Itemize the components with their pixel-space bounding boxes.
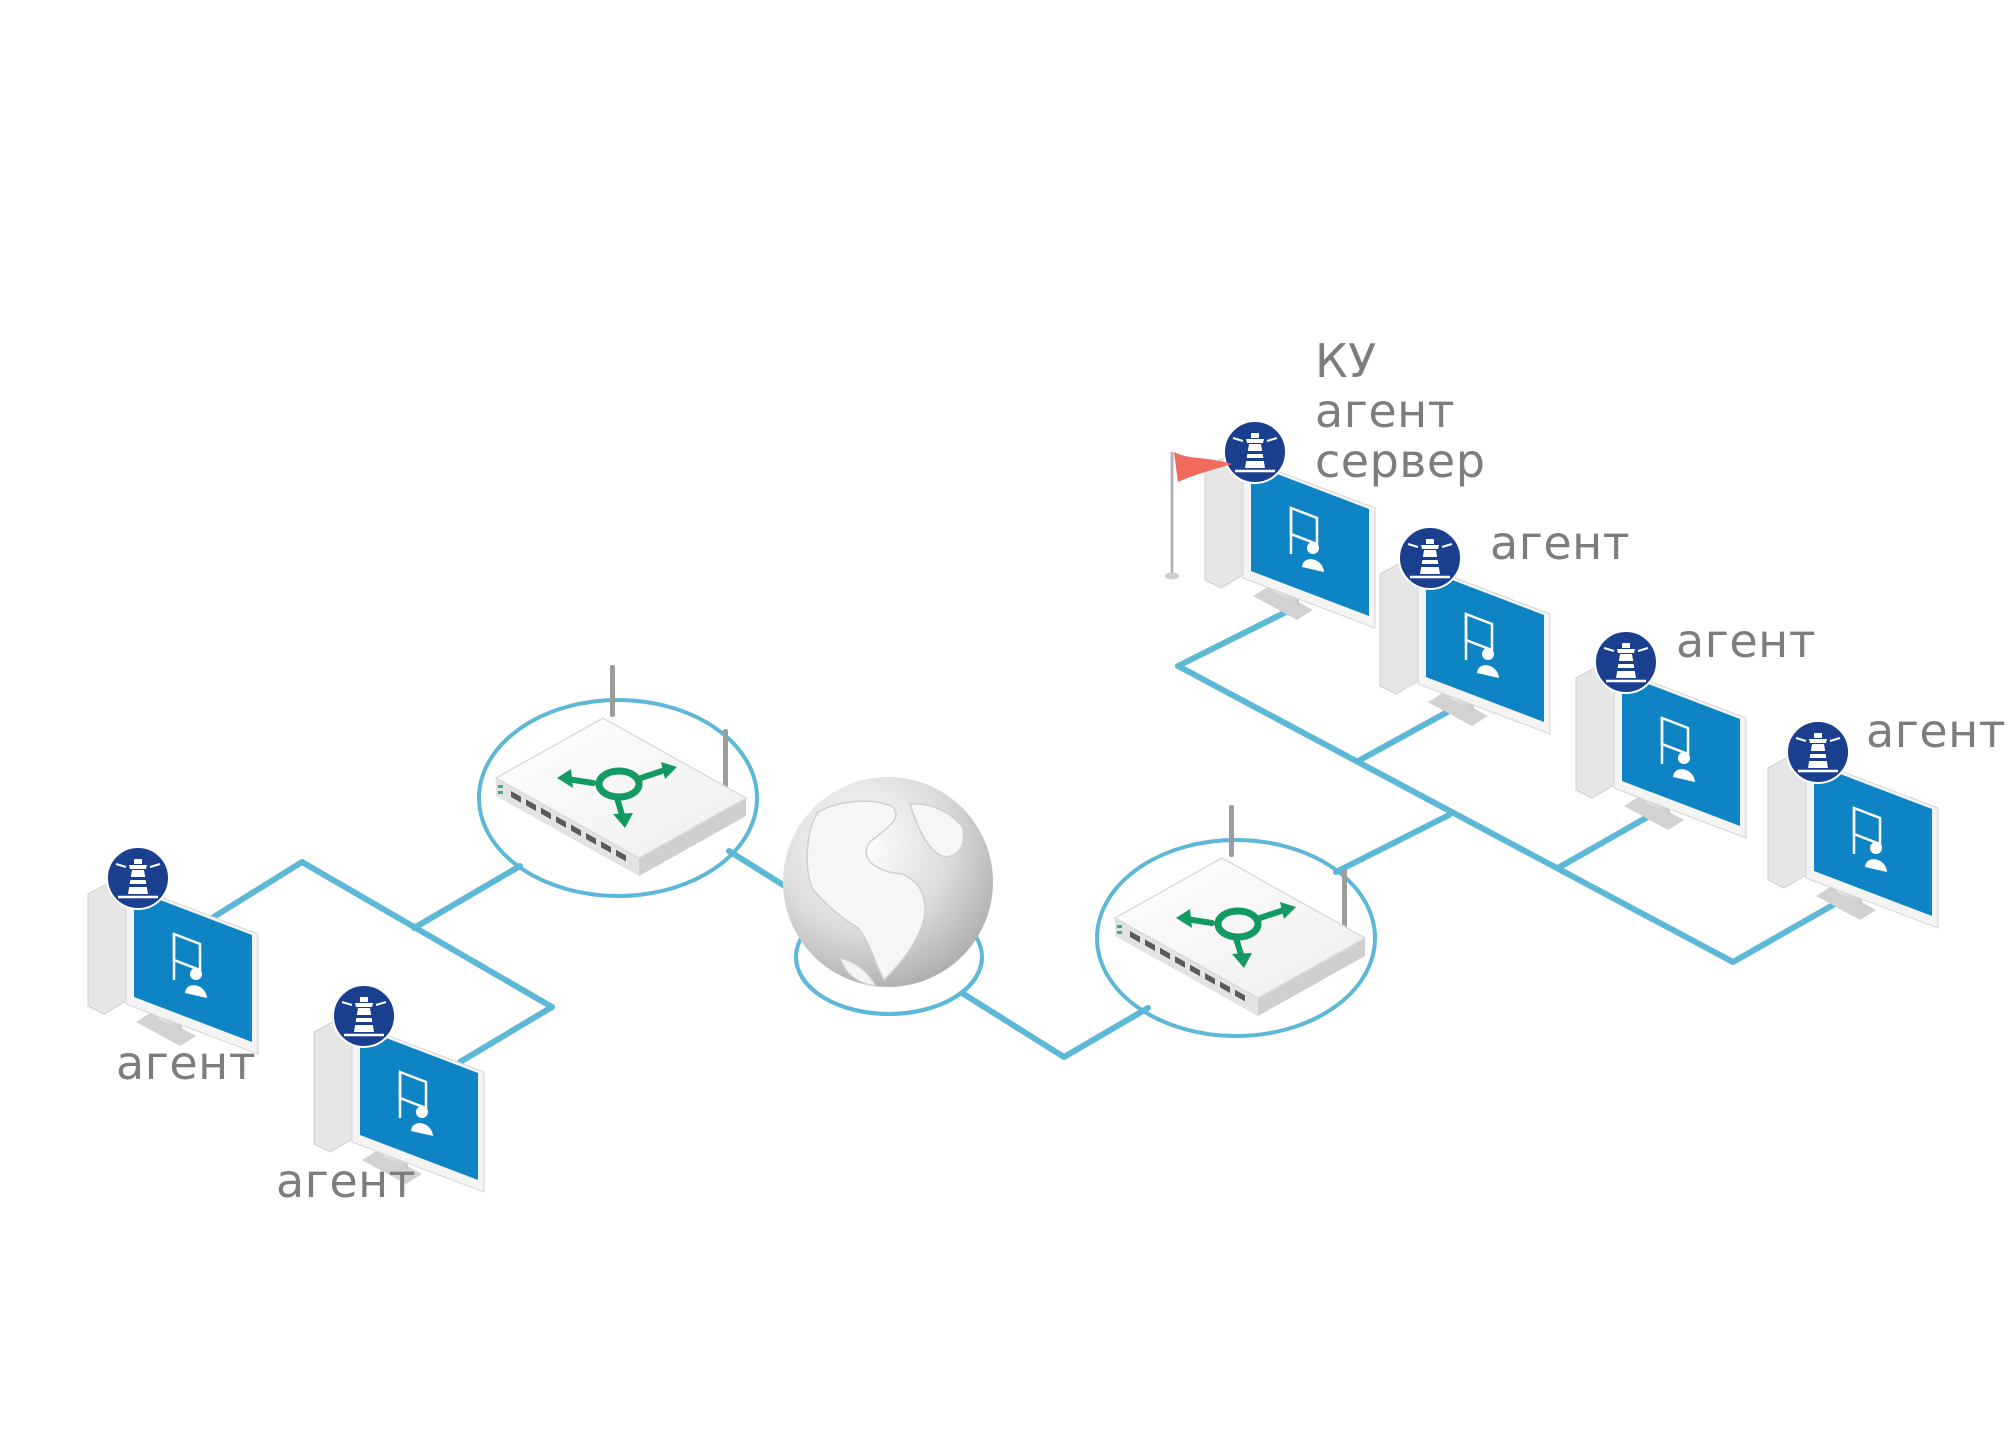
link-right-pc-1	[1357, 702, 1463, 763]
document-user-icon	[172, 932, 207, 998]
router-right	[1113, 805, 1367, 1016]
label-server-line-1: КУ	[1315, 334, 1377, 388]
label-right-pc-3: агент	[1866, 704, 2007, 758]
label-right-pc-1: агент	[1490, 516, 1631, 570]
device-rings	[477, 698, 1377, 1038]
flag-icon	[1165, 452, 1232, 580]
document-user-icon	[1289, 506, 1324, 572]
link-left-bus	[209, 859, 555, 1065]
document-user-icon	[1660, 716, 1695, 782]
lighthouse-icon	[1398, 526, 1462, 590]
link-right-pc-2	[1555, 808, 1661, 871]
network-links	[209, 609, 1843, 1065]
label-left-pc-1: агент	[116, 1036, 257, 1090]
pc-left-1	[87, 846, 259, 1055]
link-globe-right-router	[959, 990, 1151, 1060]
pc-left-2	[313, 984, 485, 1193]
lighthouse-icon	[1223, 420, 1287, 484]
globe-icon	[783, 777, 993, 987]
computers	[87, 420, 1939, 1193]
document-user-icon	[1852, 806, 1887, 872]
pc-right-3	[1767, 720, 1939, 929]
pc-right-2	[1575, 630, 1747, 839]
lighthouse-icon	[1594, 630, 1658, 694]
link-left-router	[411, 863, 523, 931]
lighthouse-icon	[106, 846, 170, 910]
ring-right-router	[1095, 838, 1377, 1038]
document-user-icon	[1464, 612, 1499, 678]
label-server-line-2: агент	[1315, 384, 1456, 438]
label-left-pc-2: агент	[276, 1154, 417, 1208]
pc-right-1	[1379, 526, 1551, 735]
lighthouse-icon	[1786, 720, 1850, 784]
ring-left-router	[477, 698, 759, 898]
label-right-pc-2: агент	[1676, 614, 1817, 668]
link-right-bus	[1175, 609, 1843, 965]
internet-globe	[783, 777, 993, 1016]
router-left	[494, 665, 748, 876]
link-right-router-bus	[1333, 812, 1452, 875]
server-flag	[1165, 452, 1232, 580]
router-arrows-icon	[557, 762, 677, 828]
router-arrows-icon	[1176, 902, 1296, 968]
link-router-left-globe	[726, 848, 791, 891]
globe-ring-front	[794, 956, 984, 1016]
pc-server	[1204, 420, 1376, 629]
label-server: КУ агент сервер	[1315, 336, 1485, 486]
document-user-icon	[398, 1070, 433, 1136]
routers	[494, 665, 1367, 1016]
lighthouse-icon	[332, 984, 396, 1048]
label-server-line-3: сервер	[1315, 434, 1486, 488]
